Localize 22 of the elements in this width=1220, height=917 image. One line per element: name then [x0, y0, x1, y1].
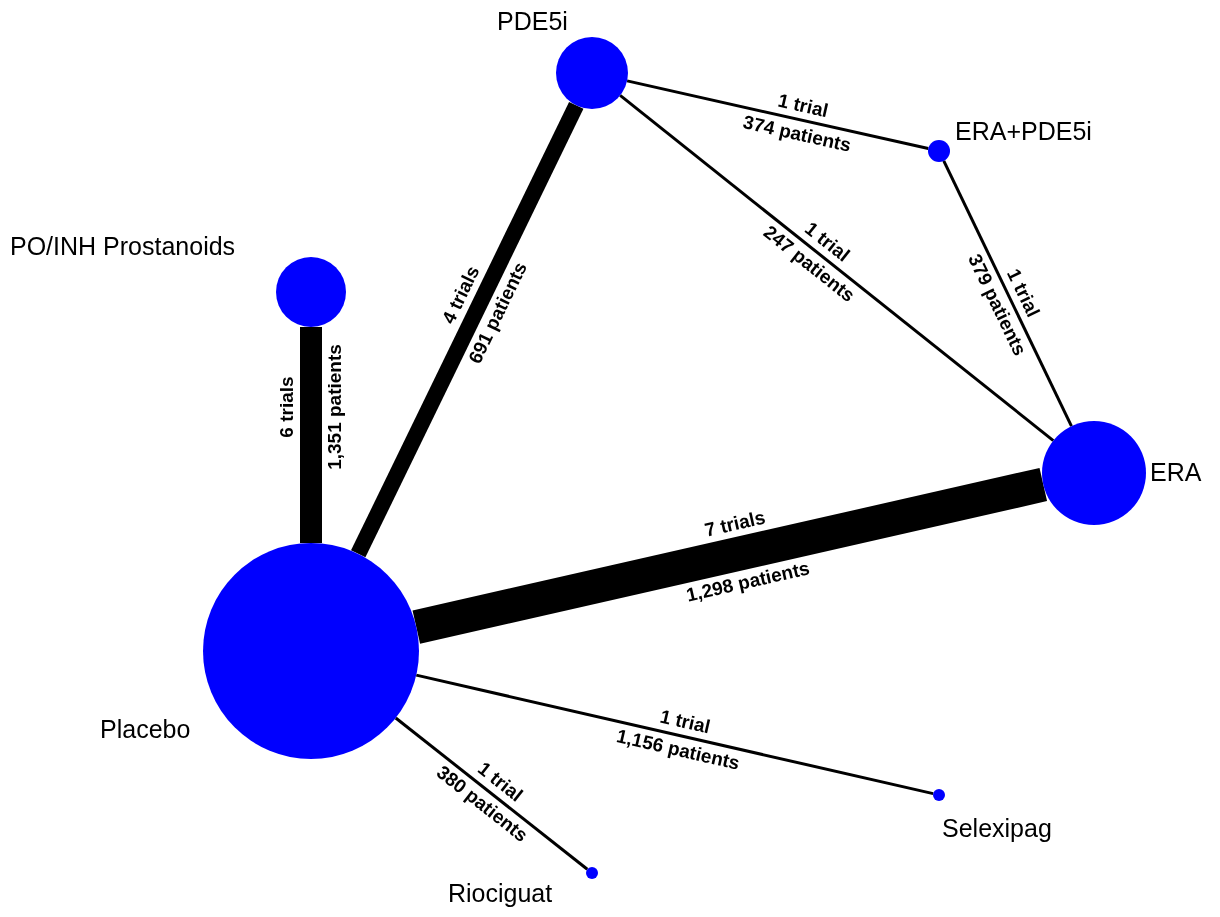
patient-count-label: 1,298 patients: [684, 557, 812, 607]
edge-label: 1 trial: [776, 89, 831, 122]
network-edge: [300, 327, 322, 543]
network-edge: [415, 673, 934, 796]
network-edge: [394, 716, 589, 871]
edge-label: 1 trial: [657, 705, 712, 738]
node-label: PDE5i: [497, 6, 568, 36]
patient-count-label: 1,351 patients: [324, 344, 346, 470]
network-edge: [626, 79, 929, 151]
node-label: Placebo: [100, 714, 191, 744]
node-label: Riociguat: [448, 878, 553, 908]
node-label: ERA: [1150, 457, 1202, 487]
network-edge: [942, 160, 1073, 427]
edge-label: 7 trials: [702, 506, 768, 542]
node-label: PO/INH Prostanoids: [10, 231, 236, 261]
edge-label: 4 trials: [437, 262, 484, 328]
node-label: ERA+PDE5i: [955, 116, 1092, 146]
network-edge: [619, 94, 1055, 442]
edge-label: 6 trials: [276, 376, 298, 438]
network-edge: [351, 101, 584, 558]
network-edge: [412, 467, 1048, 644]
node-label: Selexipag: [942, 813, 1052, 843]
